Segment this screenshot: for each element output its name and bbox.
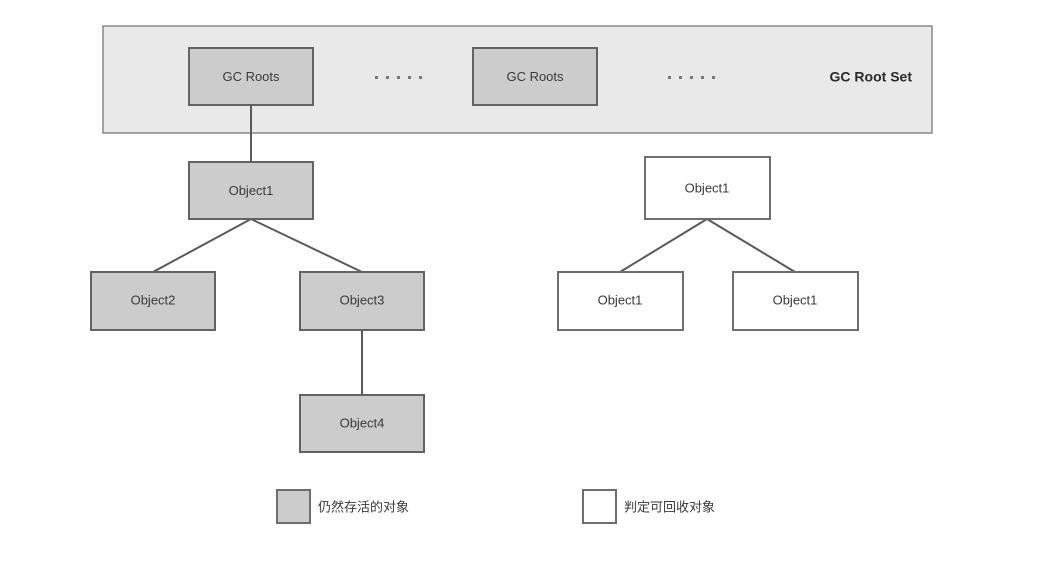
collectable-object-root[interactable]: Object1	[644, 156, 771, 220]
ellipsis-dot	[679, 76, 682, 79]
alive-object-4[interactable]: Object4	[299, 394, 425, 453]
ellipsis-dot	[690, 76, 693, 79]
gc-root-set-label: GC Root Set	[830, 69, 913, 85]
collectable-object-child-1-rect[interactable]	[557, 271, 684, 331]
collectable-object-child-1-label: Object1	[598, 292, 643, 307]
ellipsis-dot	[408, 76, 411, 79]
ellipsis-dots-2	[668, 76, 715, 79]
legend-label-collectable: 判定可回收对象	[624, 499, 715, 514]
legend-label-alive: 仍然存活的对象	[318, 499, 409, 514]
alive-object-4-rect[interactable]	[299, 394, 425, 453]
gc-roots-node-1-rect[interactable]	[188, 47, 314, 106]
edge-object1-to-object3	[250, 218, 363, 273]
alive-object-1-rect[interactable]	[188, 161, 314, 220]
alive-object-3-label: Object3	[340, 292, 385, 307]
collectable-object-root-rect[interactable]	[644, 156, 771, 220]
edge-right-root-to-child-2	[706, 218, 796, 273]
alive-object-2[interactable]: Object2	[90, 271, 216, 331]
ellipsis-dot	[397, 76, 400, 79]
legend: 仍然存活的对象 判定可回收对象	[276, 489, 715, 524]
alive-object-2-rect[interactable]	[90, 271, 216, 331]
collectable-object-child-1[interactable]: Object1	[557, 271, 684, 331]
alive-object-2-label: Object2	[131, 292, 176, 307]
alive-tree-edges	[152, 105, 363, 395]
ellipsis-dot	[375, 76, 378, 79]
alive-object-3-rect[interactable]	[299, 271, 425, 331]
ellipsis-dot	[701, 76, 704, 79]
gc-roots-node-2-rect[interactable]	[472, 47, 598, 106]
ellipsis-dot	[712, 76, 715, 79]
legend-swatch-collectable	[582, 489, 617, 524]
legend-swatch-alive	[276, 489, 311, 524]
collectable-object-child-2-label: Object1	[773, 292, 818, 307]
collectable-object-child-2[interactable]: Object1	[732, 271, 859, 331]
collectable-tree-edges	[619, 218, 796, 273]
ellipsis-dots-1	[375, 76, 422, 79]
gc-roots-node-2[interactable]: GC Roots	[472, 47, 598, 106]
legend-item-alive: 仍然存活的对象	[276, 489, 409, 524]
gc-roots-node-2-label: GC Roots	[506, 69, 564, 84]
edge-object1-to-object2	[152, 218, 252, 273]
alive-object-1-label: Object1	[229, 183, 274, 198]
edge-right-root-to-child-1	[619, 218, 708, 273]
gc-roots-node-1[interactable]: GC Roots	[188, 47, 314, 106]
alive-object-1[interactable]: Object1	[188, 161, 314, 220]
ellipsis-dot	[668, 76, 671, 79]
collectable-object-root-label: Object1	[685, 180, 730, 195]
gc-roots-node-1-label: GC Roots	[222, 69, 280, 84]
collectable-object-child-2-rect[interactable]	[732, 271, 859, 331]
ellipsis-dot	[386, 76, 389, 79]
ellipsis-dot	[419, 76, 422, 79]
alive-object-3[interactable]: Object3	[299, 271, 425, 331]
gc-root-set-banner: GC Roots GC Roots	[102, 25, 933, 134]
alive-object-4-label: Object4	[340, 415, 385, 430]
legend-item-collectable: 判定可回收对象	[582, 489, 715, 524]
